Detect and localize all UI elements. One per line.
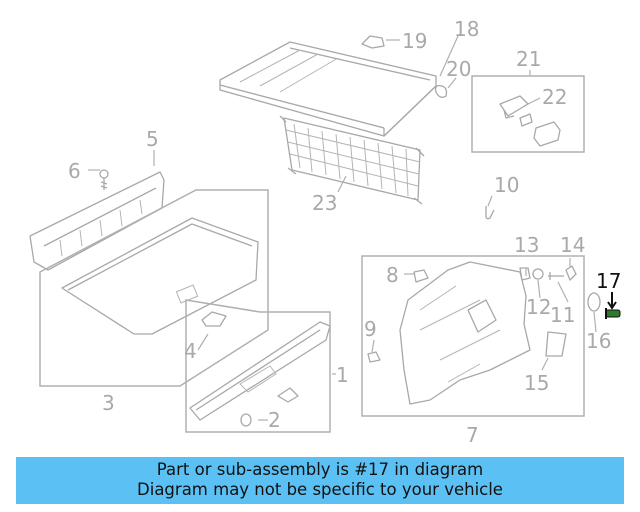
callout-4: 4 <box>184 339 197 363</box>
bolt-11-part <box>548 272 564 280</box>
callout-3: 3 <box>102 391 115 415</box>
callout-14: 14 <box>560 233 585 257</box>
callout-8: 8 <box>386 263 399 287</box>
box-7 <box>361 255 585 417</box>
box-21 <box>471 75 585 153</box>
nut-12-part <box>532 268 544 280</box>
callout-11: 11 <box>550 303 575 327</box>
callout-18: 18 <box>454 17 479 41</box>
grommet-16-part <box>587 292 601 312</box>
callout-2: 2 <box>268 408 281 432</box>
callout-21: 21 <box>516 47 541 71</box>
callout-10: 10 <box>494 173 519 197</box>
clip-9-part <box>367 351 381 363</box>
callout-17: 17 <box>596 269 621 293</box>
bolt-17-part <box>605 308 621 319</box>
callout-22: 22 <box>542 85 567 109</box>
clip-19-part <box>361 35 385 49</box>
sill-plate-part <box>189 321 331 421</box>
clip-14-part <box>565 265 577 281</box>
callout-19: 19 <box>402 29 427 53</box>
banner-line-part-number: Part or sub-assembly is #17 in diagram <box>156 460 484 479</box>
clip-2-part <box>240 387 299 427</box>
clip-8-part <box>413 269 429 283</box>
callout-12: 12 <box>526 295 551 319</box>
parts-diagram: 1 2 3 4 5 6 7 8 9 10 11 12 13 14 15 16 1… <box>29 17 621 447</box>
cap-15-part <box>545 331 567 357</box>
callout-9: 9 <box>364 317 377 341</box>
box-1 <box>185 299 331 433</box>
screw-6-part <box>99 169 109 190</box>
callout-6: 6 <box>68 159 81 183</box>
clip-20-part <box>434 84 448 98</box>
trim-strip-5-part <box>29 171 165 271</box>
leader-lines <box>88 35 617 421</box>
callout-5: 5 <box>146 127 159 151</box>
cargo-cover-part <box>219 41 437 137</box>
callout-16: 16 <box>586 329 611 353</box>
floor-panel-part <box>61 217 259 335</box>
callout-7: 7 <box>466 423 479 447</box>
callout-13: 13 <box>514 233 539 257</box>
callout-1: 1 <box>336 363 349 387</box>
callout-15: 15 <box>524 371 549 395</box>
callout-23: 23 <box>312 191 337 215</box>
callout-20: 20 <box>446 57 471 81</box>
cargo-net-part <box>279 115 425 205</box>
info-banner: Part or sub-assembly is #17 in diagram D… <box>16 457 624 504</box>
cap-4-part <box>201 311 227 327</box>
banner-line-disclaimer: Diagram may not be specific to your vehi… <box>137 480 503 499</box>
box-3 <box>39 189 269 387</box>
side-trim-part <box>399 261 531 405</box>
hook-10-part <box>485 206 495 220</box>
